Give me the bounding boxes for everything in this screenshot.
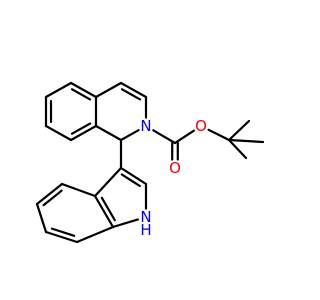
- atom-label-n2: N: [140, 117, 151, 135]
- bond-cq-me1-line: [227, 119, 251, 142]
- bond-cb-os-line: [173, 135, 186, 145]
- bond-cq-me2: [227, 138, 265, 144]
- bond-c4-c4a: [94, 81, 123, 99]
- bond-c8-c8a-inner: [70, 122, 92, 135]
- bond-c3-c4-line: [119, 81, 148, 99]
- bond-os-cq: [207, 128, 231, 142]
- bond-i4-i5-inner: [42, 189, 63, 207]
- bond-c3-c4: [119, 81, 148, 101]
- bond-i7-i7a-line: [75, 225, 115, 244]
- bond-c5-c6-line: [44, 81, 73, 99]
- bond-i7a-i3a-inner: [100, 196, 116, 222]
- atom-label-n1: N: [140, 208, 151, 226]
- bond-n1-i7a: [111, 218, 139, 229]
- bond-c3-c4-inner: [120, 88, 142, 101]
- bond-i3a-i3-line: [93, 166, 123, 198]
- bond-c5-c6: [44, 81, 73, 99]
- bond-i6-i7: [44, 227, 79, 244]
- bond-n1-i7a-line: [124, 218, 139, 225]
- bond-cq-me3: [227, 138, 248, 160]
- bond-i6-i7-inner: [50, 227, 76, 237]
- bond-i7a-i3a: [93, 194, 116, 229]
- bond-os-cq-line: [217, 133, 231, 142]
- bond-cq-me1: [227, 119, 251, 142]
- bond-cq-me2-line: [227, 138, 265, 144]
- bond-c1-n2-line: [119, 133, 131, 142]
- bond-c8-c8a: [69, 122, 98, 142]
- bond-i5-i6: [35, 202, 48, 234]
- bond-n2-cb-line: [152, 129, 166, 138]
- bond-c4a-c5-line: [69, 81, 98, 99]
- atom-label-oc: O: [169, 159, 181, 177]
- bond-n2-cb-line: [163, 135, 177, 145]
- bond-layer: [35, 81, 265, 244]
- bond-c4-c4a-line: [94, 81, 123, 99]
- bond-i7-i7a: [75, 225, 115, 244]
- bond-n1-i7a-line: [111, 222, 127, 229]
- bond-i3-i2-inner: [120, 173, 141, 188]
- bond-c8-c8a-line: [69, 124, 98, 142]
- bond-cb-os: [173, 129, 195, 145]
- bond-i3-i2-line: [119, 166, 148, 186]
- bond-i6-i7-line: [44, 230, 79, 244]
- bond-i3a-i4: [60, 182, 97, 198]
- bond-cq-me3-line: [227, 138, 248, 160]
- bond-c1-n2: [119, 129, 140, 142]
- bond-i7a-i3a-line: [93, 194, 115, 229]
- bond-c1-n2-line: [128, 129, 140, 137]
- bond-i3a-i4-line: [60, 182, 97, 198]
- atom-label-h1: H: [140, 221, 151, 239]
- bond-c6-c7: [44, 95, 53, 128]
- bond-i4-i5-line: [35, 182, 64, 206]
- atom-label-os: O: [195, 117, 207, 135]
- bond-i3-i2: [119, 166, 148, 188]
- bond-c7-c8: [44, 124, 73, 142]
- bond-c4a-c5: [69, 81, 98, 101]
- bond-i5-i6-line: [35, 202, 48, 234]
- bond-c4a-c5-inner: [70, 88, 92, 101]
- bond-os-cq-line: [207, 128, 220, 136]
- bond-c8a-c1: [94, 124, 123, 142]
- bond-i3a-i3: [93, 166, 123, 198]
- bond-c7-c8-line: [44, 124, 73, 142]
- bond-i4-i5: [35, 182, 64, 207]
- bond-n2-cb: [152, 129, 177, 145]
- bond-c8a-c1-line: [94, 124, 123, 142]
- bond-cb-os-line: [183, 129, 195, 138]
- bond-cb-oc: [171, 141, 179, 161]
